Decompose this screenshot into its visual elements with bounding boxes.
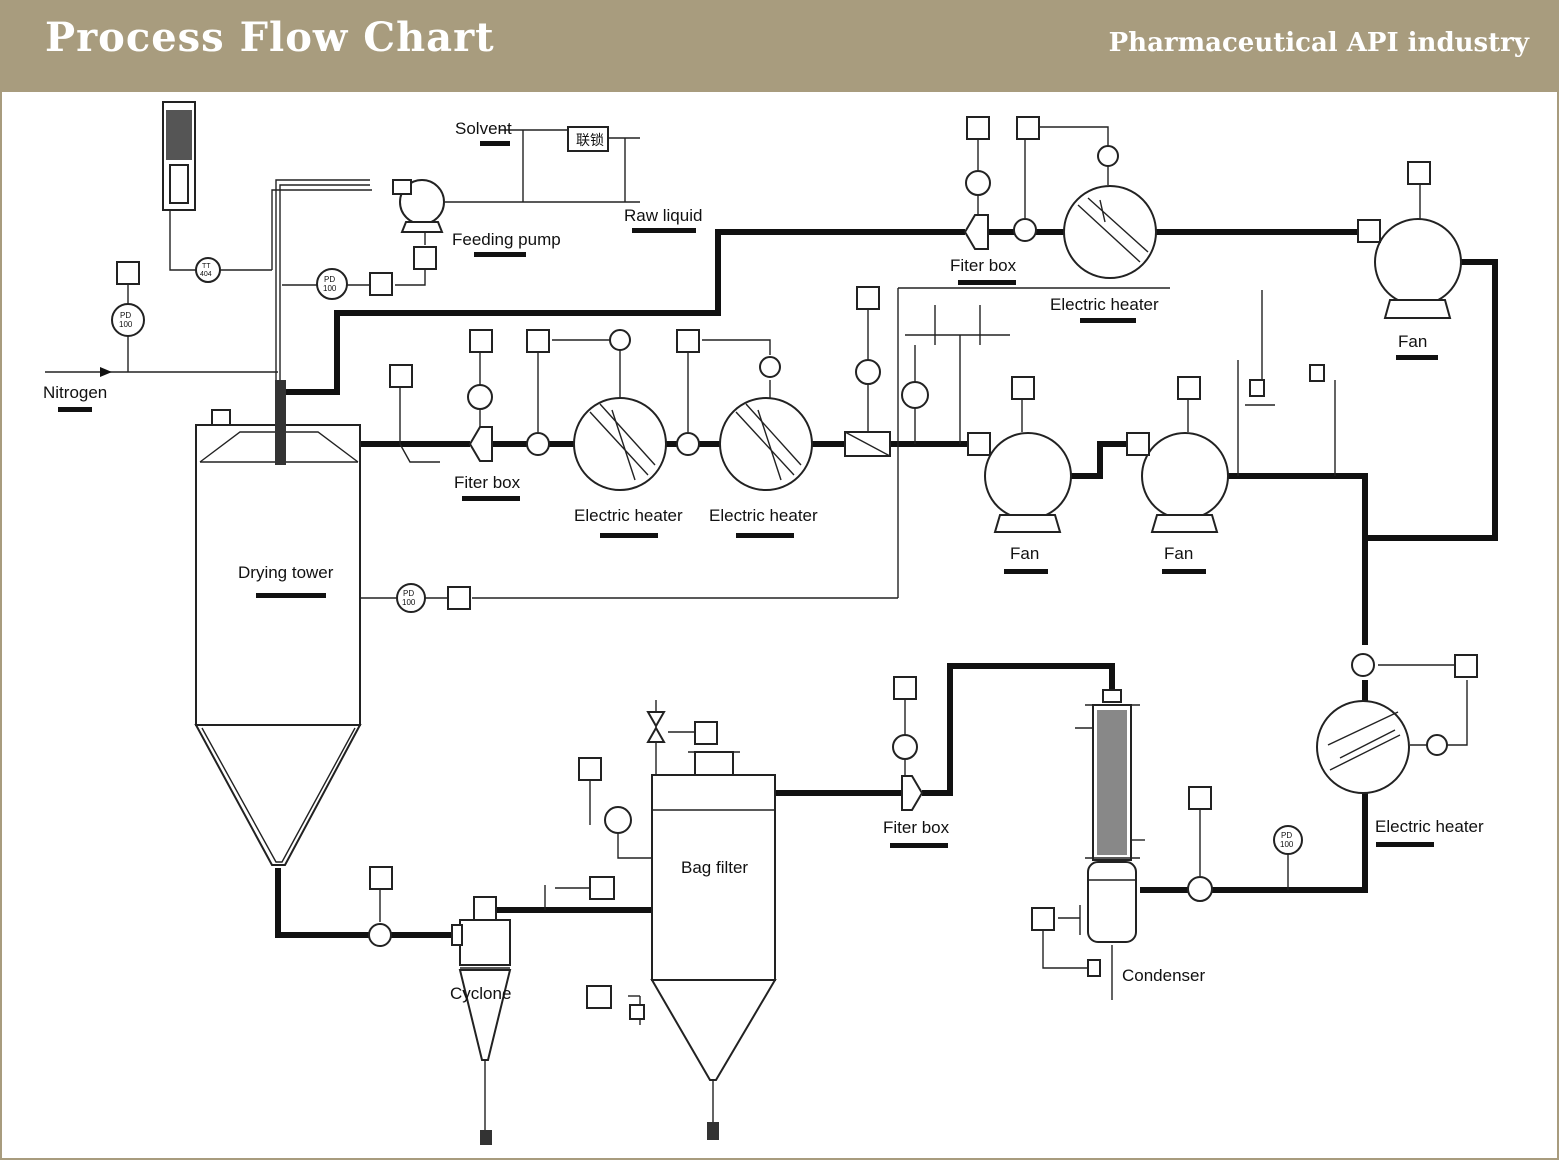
pipe-fan2-right <box>1188 473 1368 645</box>
label-fan-top-right: Fan <box>1398 332 1427 351</box>
condenser <box>1075 689 1145 943</box>
svg-text:100: 100 <box>119 320 133 329</box>
svg-text:100: 100 <box>1280 840 1294 849</box>
fan-mid-2 <box>1126 376 1229 533</box>
label-electric-heater-top: Electric heater <box>1050 295 1159 314</box>
label-condenser: Condenser <box>1122 966 1206 985</box>
equipment-labels: Solvent Raw liquid Feeding pump Nitrogen… <box>43 119 1484 1003</box>
mid-line-instruments <box>389 286 1325 456</box>
interlock-label: 联锁 <box>576 132 604 148</box>
label-filter-box-top: Fiter box <box>950 256 1017 275</box>
pipe-condenser-to-filter <box>922 663 1115 796</box>
svg-text:100: 100 <box>323 284 337 293</box>
electric-heater-mid-2 <box>719 397 813 491</box>
atomizer-unit <box>162 101 196 211</box>
label-filter-box-mid: Fiter box <box>454 473 521 492</box>
condenser-instruments <box>1031 907 1101 977</box>
feeding-pump <box>392 179 445 233</box>
pipe-heater-to-condenser <box>1140 790 1368 893</box>
inline-box-mid <box>844 431 891 457</box>
label-nitrogen: Nitrogen <box>43 383 107 402</box>
tower-pd-instrument: PD 100 <box>396 583 471 613</box>
pd-instrument-nitrogen: PD 100 <box>111 261 145 337</box>
svg-text:100: 100 <box>402 598 416 607</box>
filter-box-top <box>963 214 989 250</box>
bag-filter-instruments <box>368 676 918 1020</box>
page-title: Process Flow Chart <box>45 14 495 61</box>
header-bar: Process Flow Chart Pharmaceutical API in… <box>0 0 1559 92</box>
label-electric-heater-mid-2: Electric heater <box>709 506 818 525</box>
filter-box-bottom <box>901 775 924 811</box>
label-fan-mid-2: Fan <box>1164 544 1193 563</box>
svg-text:PD: PD <box>403 589 414 598</box>
interlock-box: 联锁 <box>567 126 609 152</box>
pd-instrument-pump: PD 100 <box>316 246 437 300</box>
label-raw-liquid: Raw liquid <box>624 206 702 225</box>
label-solvent: Solvent <box>455 119 512 138</box>
top-filter-instruments <box>965 116 1119 242</box>
electric-heater-mid-1 <box>573 397 667 491</box>
instruments: PD 100 TT 404 PD 100 <box>111 116 1478 1020</box>
right-heater-instruments: PD 100 <box>1187 653 1478 902</box>
bag-filter <box>604 751 777 1081</box>
label-drying-tower: Drying tower <box>238 563 334 582</box>
svg-text:TT: TT <box>202 263 211 270</box>
electric-heater-right <box>1316 700 1410 794</box>
label-electric-heater-right: Electric heater <box>1375 817 1484 836</box>
svg-text:PD: PD <box>120 311 131 320</box>
fan-top-right <box>1357 161 1462 319</box>
svg-text:PD: PD <box>324 275 335 284</box>
label-electric-heater-mid-1: Electric heater <box>574 506 683 525</box>
label-feeding-pump: Feeding pump <box>452 230 561 249</box>
pipe-tower-to-cyclone <box>275 868 455 938</box>
label-filter-box-bottom: Fiter box <box>883 818 950 837</box>
svg-text:PD: PD <box>1281 831 1292 840</box>
drying-tower <box>194 380 362 866</box>
fan-mid-1 <box>967 376 1072 533</box>
svg-text:404: 404 <box>200 271 212 278</box>
label-bag-filter: Bag filter <box>681 858 748 877</box>
bag-filter-outlet <box>707 1080 719 1140</box>
electric-heater-top <box>1063 185 1157 279</box>
filter-box-mid <box>468 426 493 462</box>
diagram-frame <box>0 92 1559 1160</box>
label-fan-mid-1: Fan <box>1010 544 1039 563</box>
label-cyclone: Cyclone <box>450 984 511 1003</box>
utility-lines <box>45 126 1468 1025</box>
page-subtitle: Pharmaceutical API industry <box>1108 28 1529 58</box>
tt-instrument-tower-top: TT 404 <box>195 257 221 283</box>
cyclone <box>451 896 512 1145</box>
